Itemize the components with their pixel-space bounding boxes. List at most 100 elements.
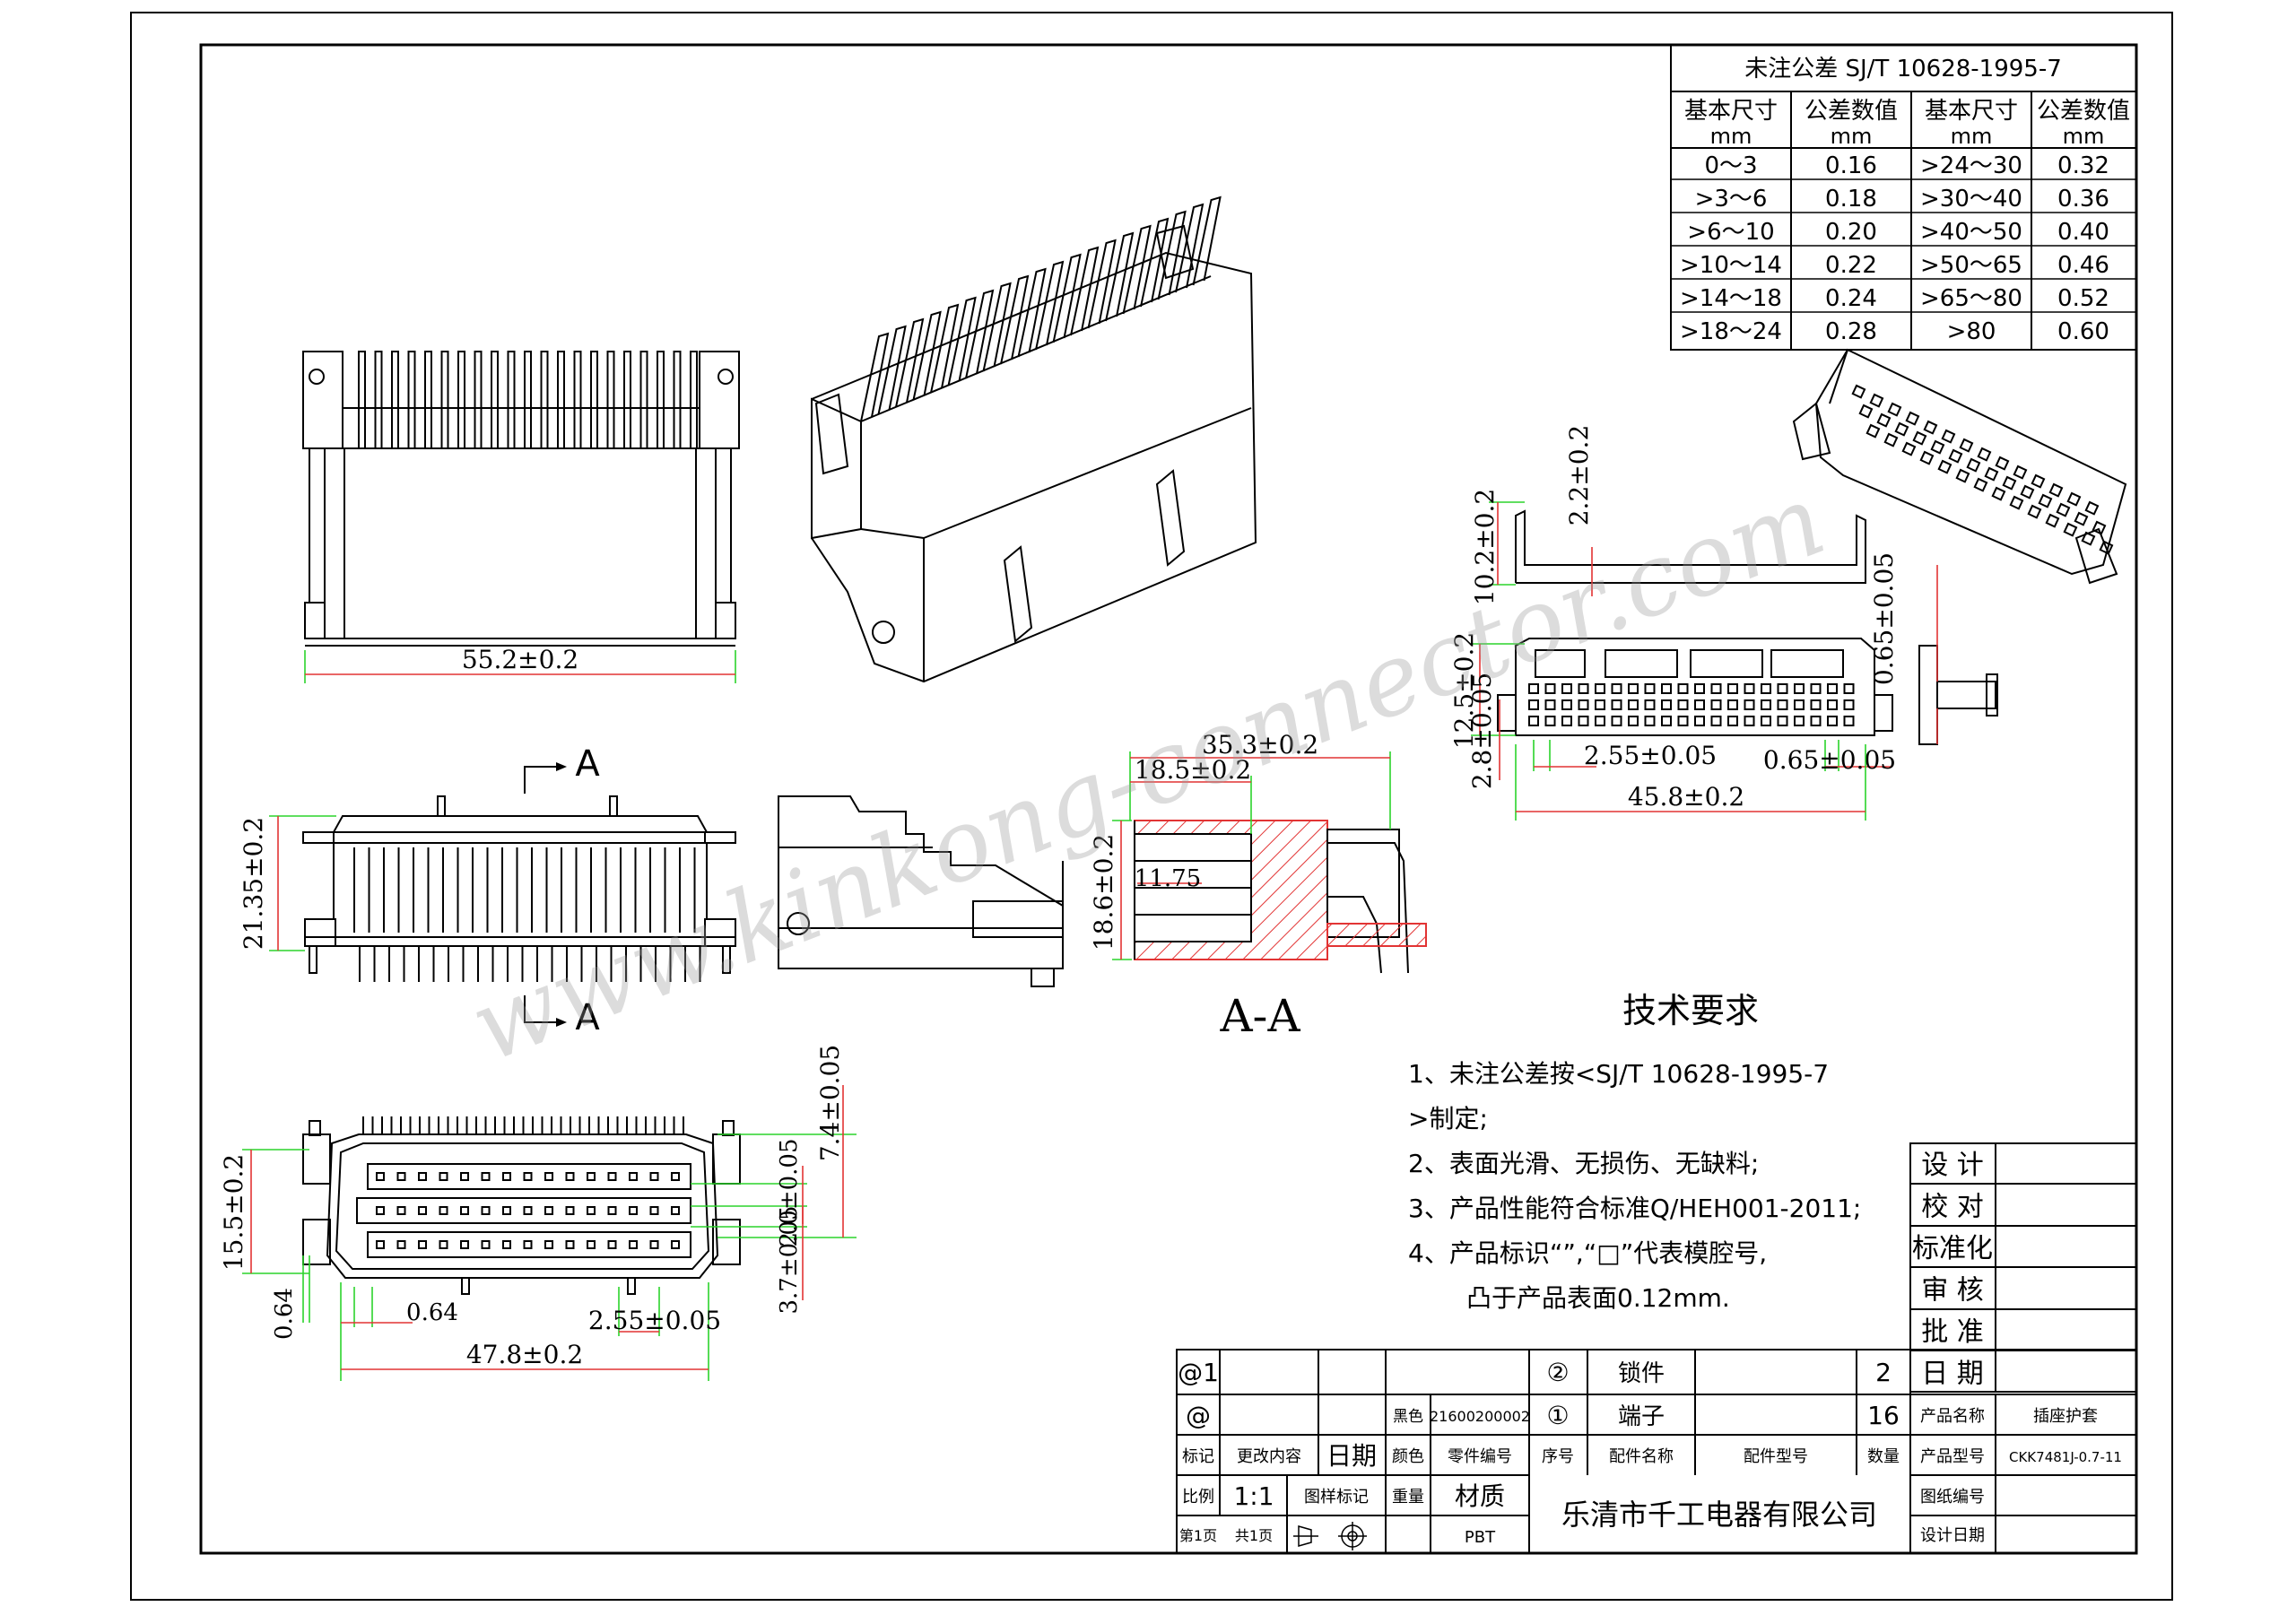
section-marks: A A [524, 743, 600, 1038]
front-view-cavity [523, 1206, 533, 1215]
cover-hole [1710, 683, 1722, 694]
scale-value: 1:1 [1233, 1481, 1274, 1511]
top-view-pin [474, 351, 483, 449]
cover-hole [1827, 716, 1838, 726]
front-view-cavity [671, 1172, 680, 1181]
tolerance-cell: 0.22 [1825, 252, 1877, 279]
cover-iso-hole [2066, 491, 2082, 507]
iso-fin [1052, 253, 1082, 343]
front-view-cavity [502, 1240, 511, 1249]
cover-hole [1810, 699, 1822, 710]
iso-fin [1140, 217, 1170, 308]
front-pitch-label: 2.55±0.05 [588, 1306, 721, 1335]
front-view-cavity [418, 1240, 427, 1249]
iso-fin [1035, 260, 1065, 351]
cover-hole [1628, 699, 1639, 710]
approval-label: 设 计 [1921, 1150, 1984, 1181]
requirement-line: 3、产品性能符合标准Q/HEH001-2011; [1408, 1194, 1861, 1223]
cover-hole [1727, 699, 1738, 710]
cover-pin-side [1918, 645, 1998, 745]
cover-hole [1843, 699, 1855, 710]
tolerance-cell: 0.18 [1825, 186, 1877, 213]
cover-hole [1810, 716, 1822, 726]
front-view-cavity [629, 1240, 638, 1249]
cover-hole [1578, 716, 1589, 726]
product-name-label: 产品名称 [1920, 1407, 1985, 1426]
cover-iso-hole [2013, 465, 2028, 480]
front-view-cavity [396, 1172, 406, 1181]
part-1-qty: 2 [1875, 1358, 1892, 1387]
cover-hole [1827, 699, 1838, 710]
tolerance-cell: 0.16 [1825, 152, 1877, 179]
cover-pitch-label: 2.55±0.05 [1584, 741, 1717, 770]
top-view-pin [424, 351, 432, 449]
cover-iso-hole [1973, 477, 1988, 492]
front-view-cavity [565, 1172, 575, 1181]
front-view-cavity [544, 1172, 553, 1181]
company-name: 乐清市千工电器有限公司 [1561, 1498, 1877, 1532]
cover-hole [1694, 716, 1705, 726]
requirement-line: 2、表面光滑、无损伤、无缺料; [1408, 1149, 1759, 1178]
cover-iso-hole [1912, 430, 1927, 446]
color-value: 黑色 [1393, 1408, 1423, 1426]
section-dims: 35.3±0.2 18.5±0.2 18.6±0.2 11.75 [1089, 730, 1391, 960]
approval-label: 审 核 [1921, 1275, 1984, 1307]
front-view-cavity [396, 1240, 406, 1249]
approval-label: 校 对 [1921, 1192, 1984, 1223]
title-block [1176, 1142, 2137, 1554]
cover-hole [1628, 683, 1639, 694]
scale-label: 比例 [1182, 1488, 1214, 1507]
cover-profile [1515, 509, 1866, 584]
section-label: A-A [1219, 990, 1300, 1042]
front-right-bottom-label: 3.7±0.05 [776, 1205, 803, 1314]
tolerance-cell: >65～80 [1920, 285, 2022, 312]
cover-iso-hole [1955, 468, 1970, 483]
cover-hole [1644, 699, 1656, 710]
front-view-cavity [502, 1172, 511, 1181]
tolerance-cell: >14～18 [1680, 285, 1782, 312]
drawing-no-label: 图纸编号 [1920, 1488, 1985, 1507]
front-view-cavity [629, 1206, 638, 1215]
cover-iso-hole [1919, 450, 1935, 465]
tolerance-header: 公差数值 [2037, 98, 2130, 125]
front-view-cavity [481, 1172, 491, 1181]
tolerance-cell: >24～30 [1920, 152, 2022, 179]
front-left-small-label: 0.64 [271, 1288, 298, 1340]
cover-iso-hole [1876, 413, 1892, 428]
cover-hole [1744, 699, 1755, 710]
cover-hole [1744, 683, 1755, 694]
cover-hole [1777, 716, 1788, 726]
cover-hole [1843, 716, 1855, 726]
requirement-line: 4、产品标识“”,“□”代表模腔号, [1408, 1238, 1767, 1268]
design-date-label: 设计日期 [1920, 1526, 1985, 1545]
cover-iso-hole [2038, 493, 2053, 508]
section-small-label: 11.75 [1135, 865, 1201, 892]
cover-hole [1544, 699, 1556, 710]
cover-hole [1777, 699, 1788, 710]
front-view-cavity [439, 1240, 448, 1249]
iso-fin [1157, 210, 1187, 300]
tolerance-cell: 0.60 [2057, 318, 2109, 345]
top-view-pin [358, 351, 366, 449]
weight-label: 重量 [1392, 1488, 1424, 1507]
iso-fin [895, 317, 925, 408]
sheets-total-label: 共1页 [1235, 1527, 1273, 1544]
cover-hole [1661, 683, 1672, 694]
tolerance-title: 未注公差 SJ/T 10628-1995-7 [1744, 56, 2062, 83]
cover-hole [1777, 683, 1788, 694]
iso-fin [1175, 203, 1205, 293]
rev-header-date: 日期 [1326, 1441, 1377, 1471]
requirements-list: 1、未注公差按<SJ/T 10628-1995-7>制定;2、表面光滑、无损伤、… [1408, 1059, 1861, 1313]
rev-mark-1: @1 [1178, 1358, 1219, 1387]
top-view-pin [590, 351, 598, 449]
front-view-cavity [649, 1206, 659, 1215]
pattern-mark-label: 图样标记 [1304, 1488, 1369, 1507]
cover-hole [1628, 716, 1639, 726]
cover-iso-hole [2031, 473, 2046, 489]
cover-hole [1761, 699, 1771, 710]
cover-hole [1561, 683, 1572, 694]
front-view-cavity [418, 1172, 427, 1181]
cover-face-dims: 12.5±0.2 2.8±0.05 2.55±0.05 0.65±0.05 0.… [1449, 552, 1938, 821]
top-view-pin [606, 351, 615, 449]
top-view-pin [391, 351, 399, 449]
